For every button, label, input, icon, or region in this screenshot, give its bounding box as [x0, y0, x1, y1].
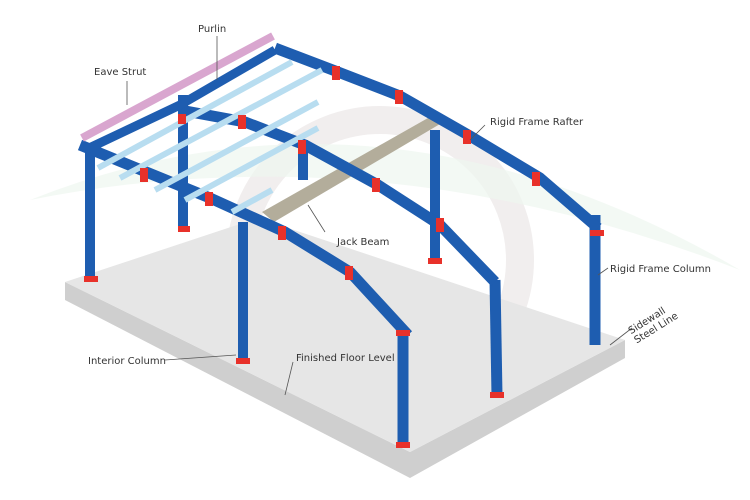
- label-finished-floor-level: Finished Floor Level: [296, 353, 395, 364]
- purlin: [183, 125, 320, 203]
- end-rafter: [83, 46, 278, 155]
- rigid-frame-rafter: [273, 42, 602, 233]
- watermark-swoosh: [30, 144, 740, 270]
- purlin: [96, 59, 294, 171]
- purlin: [153, 99, 320, 193]
- label-jack-beam: Jack Beam: [337, 237, 390, 248]
- label-purlin: Purlin: [198, 24, 227, 35]
- column: [489, 279, 503, 397]
- label-rigid-frame-rafter: Rigid Frame Rafter: [490, 117, 584, 128]
- eave-strut: [80, 32, 275, 142]
- purlin: [230, 187, 274, 215]
- label-eave-strut: Eave Strut: [94, 67, 147, 78]
- purlins: [96, 59, 324, 215]
- purlin: [118, 67, 324, 181]
- floor-slab: [65, 218, 625, 478]
- connection-plates: [84, 66, 604, 448]
- label-rigid-frame-column: Rigid Frame Column: [610, 264, 712, 275]
- leader-lines: [126, 36, 633, 396]
- label-interior-column: Interior Column: [88, 356, 166, 367]
